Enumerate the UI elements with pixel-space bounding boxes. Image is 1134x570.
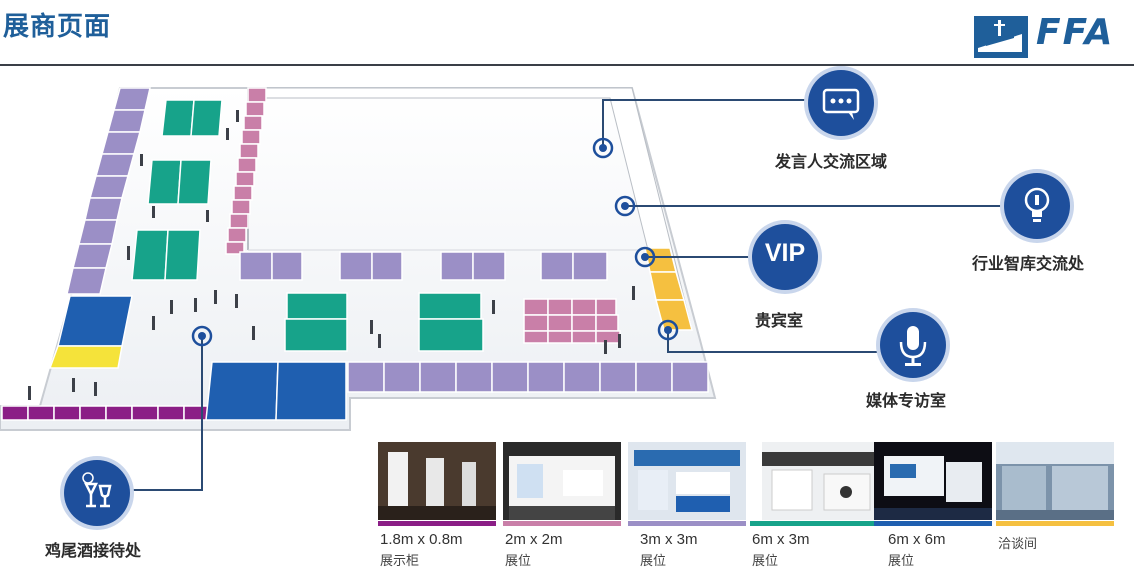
vip-icon: VIP (752, 224, 818, 290)
legend-bar-2x2 (503, 521, 621, 526)
legend-thumb-6x6 (874, 442, 992, 520)
logo-text: FFA (1036, 12, 1115, 53)
legend-thumb-2x2 (503, 442, 621, 520)
legend-type-cabinet: 展示柜 (380, 554, 420, 569)
think-tank-icon (1004, 173, 1070, 239)
cocktail-label: 鸡尾酒接待处 (45, 541, 142, 560)
microphone-icon (880, 312, 946, 378)
cocktail-connector (124, 430, 203, 491)
vip-badge-text: VIP (764, 239, 806, 267)
legend-bar-3x3 (628, 521, 746, 526)
legend-bar-meeting (996, 521, 1114, 526)
cocktail-icon (64, 460, 130, 526)
header-divider (0, 64, 1134, 66)
legend-type-meeting: 洽谈间 (998, 537, 1038, 552)
speaker-zone-icon (808, 70, 874, 136)
legend-type-3x3: 展位 (640, 554, 667, 569)
legend-type-6x3: 展位 (752, 554, 779, 569)
legend-size-2x2: 2m x 2m (505, 531, 563, 548)
legend-thumb-3x3 (628, 442, 746, 520)
ffa-logo (974, 8, 1124, 58)
legend-bar-6x3 (750, 521, 878, 526)
legend-size-6x3: 6m x 3m (752, 531, 810, 548)
legend-size-cabinet: 1.8m x 0.8m (380, 531, 463, 548)
legend-size-6x6: 6m x 6m (888, 531, 946, 548)
floor-plan (0, 87, 1004, 440)
legend-type-2x2: 展位 (505, 554, 532, 569)
legend-bar-cabinet (378, 521, 496, 526)
legend-thumb-cabinet (378, 442, 496, 520)
legend-thumb-meeting (996, 442, 1114, 520)
legend-type-6x6: 展位 (888, 554, 915, 569)
page-title: 展商页面 (3, 12, 112, 42)
vip-label: 贵宾室 (755, 311, 804, 330)
think-tank-label: 行业智库交流处 (972, 254, 1085, 273)
legend-size-3x3: 3m x 3m (640, 531, 698, 548)
media-room-label: 媒体专访室 (866, 391, 947, 410)
speaker-zone-label: 发言人交流区域 (775, 152, 888, 171)
legend-bar-6x6 (874, 521, 992, 526)
legend-thumb-6x3 (762, 442, 880, 520)
